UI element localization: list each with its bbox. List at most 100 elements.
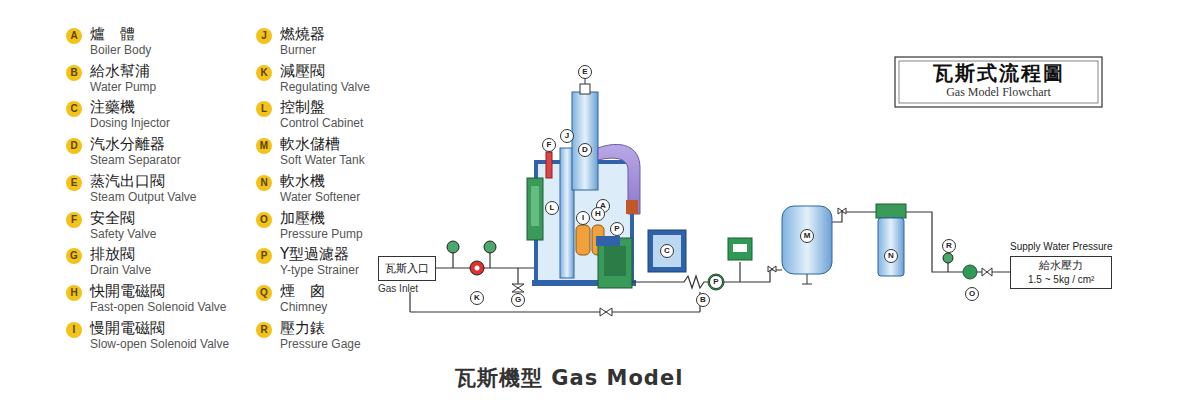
title-frame xyxy=(895,57,1102,107)
legend-letter: L xyxy=(256,101,272,117)
legend-name: 軟水機 xyxy=(280,172,325,191)
control-panel xyxy=(527,178,543,240)
soft-water-tank xyxy=(782,206,832,274)
gas-inlet-box: 瓦斯入口 Gas Inlet xyxy=(378,256,436,294)
supply-chinese: 給水壓力 xyxy=(1021,259,1101,273)
legend-name: 快開電磁閥 xyxy=(90,282,165,301)
legend-name: 控制盤 xyxy=(280,98,325,117)
legend-english: Pressure Gage xyxy=(280,337,361,351)
legend-letter: M xyxy=(256,138,272,154)
pressure-gauge xyxy=(943,253,953,263)
legend-letter: J xyxy=(256,28,272,44)
supply-water-box: Supply Water Pressure 給水壓力1.5 ~ 5kg / cm² xyxy=(1010,241,1112,289)
callout-letter: B xyxy=(696,293,710,307)
legend-english: Drain Valve xyxy=(90,263,151,277)
callout-letter: P xyxy=(610,222,624,236)
steam-separator xyxy=(572,92,598,190)
legend-name: 蒸汽出口閥 xyxy=(90,172,165,191)
legend-english: Regulating Valve xyxy=(280,80,370,94)
legend-name: 排放閥 xyxy=(90,245,135,264)
title-chinese: 瓦斯式流程圖 xyxy=(899,61,1098,85)
legend-english: Water Softener xyxy=(280,190,360,204)
water-pump xyxy=(708,274,724,290)
inlet-frame: 瓦斯入口 xyxy=(378,256,436,281)
legend-name: 爐 體 xyxy=(90,25,135,44)
title-english: Gas Model Flowchart xyxy=(899,85,1098,99)
legend-letter: Q xyxy=(256,285,272,301)
legend-letter: B xyxy=(66,65,82,81)
callout-letter: H xyxy=(591,207,605,221)
legend-letter: G xyxy=(66,248,82,264)
legend-name: 壓力錶 xyxy=(280,319,325,338)
regulating-valve xyxy=(470,261,484,275)
legend-name: 煙 囪 xyxy=(280,282,325,301)
legend-name: 慢開電磁閥 xyxy=(90,319,165,338)
pressure-pump xyxy=(963,265,977,279)
steam-valve xyxy=(580,84,590,94)
legend-letter: A xyxy=(66,28,82,44)
supply-frame: 給水壓力1.5 ~ 5kg / cm² xyxy=(1010,256,1112,289)
legend-letter: O xyxy=(256,212,272,228)
control-cabinet xyxy=(648,230,686,272)
callout-letter: L xyxy=(545,201,559,215)
legend-letter: I xyxy=(66,322,82,338)
legend-letter: K xyxy=(256,65,272,81)
legend-english: Fast-open Solenoid Valve xyxy=(90,300,227,314)
dosing-injector xyxy=(728,238,752,260)
legend-english: Water Pump xyxy=(90,80,156,94)
gas-gauge xyxy=(447,241,459,253)
supply-heading: Supply Water Pressure xyxy=(1010,241,1112,252)
legend-letter: E xyxy=(66,175,82,191)
supply-range: 1.5 ~ 5kg / cm² xyxy=(1021,273,1101,286)
legend-english: Soft Water Tank xyxy=(280,153,365,167)
legend-english: Steam Output Valve xyxy=(90,190,197,204)
legend-name: 汽水分離器 xyxy=(90,135,165,154)
legend-english: Y-type Strainer xyxy=(280,263,359,277)
callout-letter: N xyxy=(884,249,898,263)
legend-letter: F xyxy=(66,212,82,228)
legend-english: Pressure Pump xyxy=(280,227,363,241)
legend-name: 注藥機 xyxy=(90,98,135,117)
inlet-english: Gas Inlet xyxy=(378,283,436,294)
legend-english: Safety Valve xyxy=(90,227,156,241)
legend-name: 加壓機 xyxy=(280,209,325,228)
callout-letter: P xyxy=(709,275,723,289)
legend-english: Dosing Injector xyxy=(90,116,170,130)
callout-letter: I xyxy=(576,211,590,225)
callout-letter: R xyxy=(942,239,956,253)
legend-letter: H xyxy=(66,285,82,301)
title-box: 瓦斯式流程圖Gas Model Flowchart xyxy=(899,61,1098,103)
legend-letter: N xyxy=(256,175,272,191)
callout-letter: F xyxy=(542,138,556,152)
legend-name: 燃燒器 xyxy=(280,25,325,44)
callout-letter: D xyxy=(578,143,592,157)
legend-english: Steam Separator xyxy=(90,153,181,167)
callout-letter: G xyxy=(511,293,525,307)
legend-letter: P xyxy=(256,248,272,264)
legend-name: 安全閥 xyxy=(90,209,135,228)
legend-name: 減壓閥 xyxy=(280,62,325,81)
legend-english: Slow-open Solenoid Valve xyxy=(90,337,229,351)
legend-letter: C xyxy=(66,101,82,117)
legend-english: Chimney xyxy=(280,300,327,314)
legend-english: Boiler Body xyxy=(90,43,151,57)
drain-valve xyxy=(512,284,524,292)
caption: 瓦斯機型 Gas Model xyxy=(455,364,683,392)
legend-english: Control Cabinet xyxy=(280,116,363,130)
callout-letter: J xyxy=(560,129,574,143)
callout-letter: E xyxy=(578,65,592,79)
legend-english: Burner xyxy=(280,43,316,57)
callout-letter: O xyxy=(965,287,979,301)
callout-letter: C xyxy=(660,244,674,258)
legend-letter: D xyxy=(66,138,82,154)
solenoid-valve xyxy=(576,225,590,255)
water-softener xyxy=(878,218,904,276)
inlet-chinese: 瓦斯入口 xyxy=(385,261,429,276)
legend-name: 軟水儲槽 xyxy=(280,135,340,154)
legend-name: Y型過濾器 xyxy=(280,245,349,264)
callout-letter: M xyxy=(800,229,814,243)
softener-head xyxy=(876,204,906,218)
safety-valve xyxy=(546,152,552,178)
legend-letter: R xyxy=(256,322,272,338)
